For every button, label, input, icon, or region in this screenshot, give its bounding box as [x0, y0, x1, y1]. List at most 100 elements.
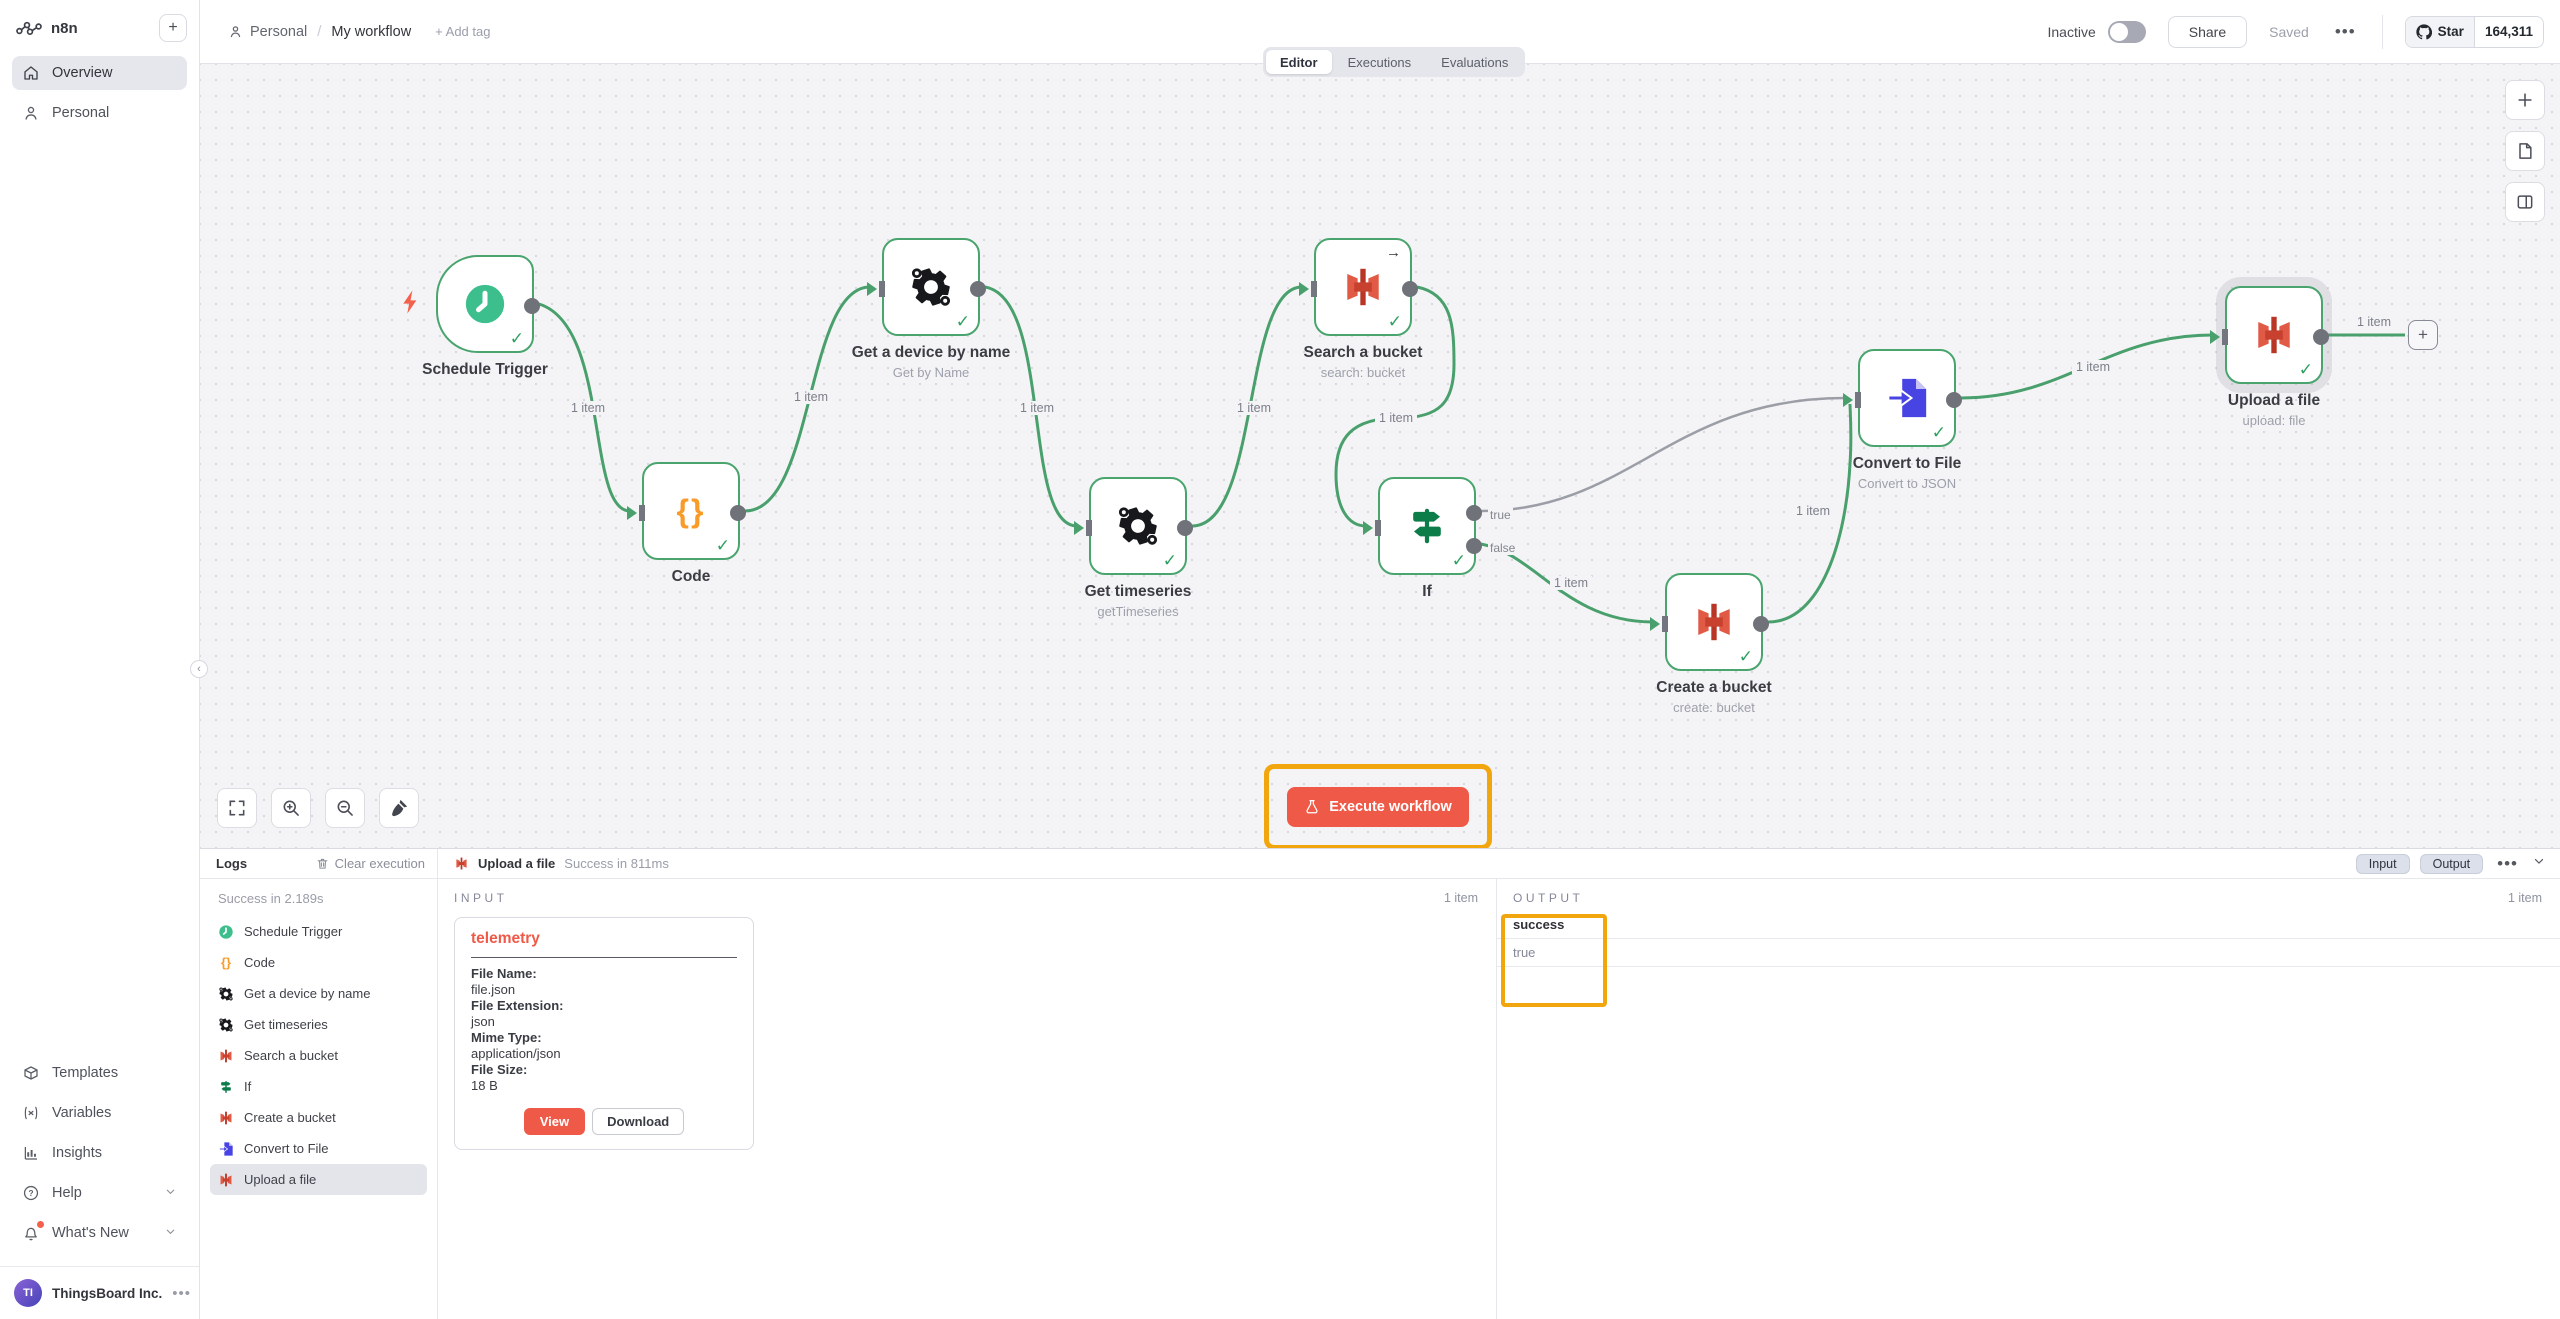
- tab-evaluations[interactable]: Evaluations: [1441, 54, 1509, 70]
- sidebar-item-help[interactable]: ?Help: [12, 1176, 187, 1210]
- input-connector[interactable]: [1299, 281, 1317, 297]
- input-connector[interactable]: [867, 281, 885, 297]
- toggle-panel-button[interactable]: [2505, 182, 2545, 222]
- input-connector[interactable]: [2210, 329, 2228, 345]
- sidebar-item-variables[interactable]: Variables: [12, 1096, 187, 1130]
- sidebar-collapse-handle[interactable]: ‹: [190, 660, 208, 678]
- output-item-count: 1 item: [2507, 891, 2542, 905]
- log-item-schedule-trigger[interactable]: Schedule Trigger: [210, 916, 427, 947]
- input-connector[interactable]: [1650, 616, 1668, 632]
- zoom-to-fit-button[interactable]: [217, 788, 257, 828]
- add-sticky-note-button[interactable]: [2505, 131, 2545, 171]
- output-connector[interactable]: [524, 298, 540, 314]
- workflow-node-code[interactable]: {} ✓ Code: [627, 462, 746, 586]
- output-connector[interactable]: [1753, 616, 1769, 632]
- download-file-button[interactable]: Download: [592, 1108, 685, 1135]
- clear-execution-button[interactable]: Clear execution: [316, 856, 425, 871]
- node-name: If: [1422, 583, 1432, 600]
- log-item-convert-to-file[interactable]: Convert to File: [210, 1133, 427, 1164]
- flask-icon: [1306, 800, 1318, 814]
- breadcrumb-project[interactable]: Personal: [228, 24, 307, 40]
- log-item-create-a-bucket[interactable]: Create a bucket: [210, 1102, 427, 1133]
- output-view-button[interactable]: Output: [2419, 853, 2484, 874]
- workflow-title[interactable]: My workflow: [331, 23, 412, 40]
- s3-icon: [218, 1110, 234, 1126]
- trigger-pin-icon: [397, 288, 425, 316]
- success-check-icon: ✓: [1738, 647, 1753, 666]
- execution-summary: Success in 2.189s: [218, 891, 324, 906]
- view-file-button[interactable]: View: [523, 1108, 586, 1135]
- log-item-get-a-device-by-name[interactable]: Get a device by name: [210, 978, 427, 1009]
- zoom-out-button[interactable]: [325, 788, 365, 828]
- s3-icon: [454, 856, 469, 871]
- output-connector[interactable]: [970, 281, 986, 297]
- zoom-out-icon: [337, 800, 353, 816]
- workflow-node-schedule-trigger[interactable]: ✓ Schedule Trigger: [422, 255, 548, 379]
- input-connector[interactable]: [1074, 520, 1092, 536]
- add-workflow-button[interactable]: +: [159, 14, 187, 42]
- output-connector[interactable]: [1946, 392, 1962, 408]
- add-connected-node-button[interactable]: +: [2408, 320, 2438, 350]
- input-connector[interactable]: [1363, 520, 1381, 536]
- add-tag-button[interactable]: + Add tag: [435, 24, 491, 39]
- log-item-upload-a-file[interactable]: Upload a file: [210, 1164, 427, 1195]
- input-view-button[interactable]: Input: [2355, 853, 2410, 874]
- log-item-search-a-bucket[interactable]: Search a bucket: [210, 1040, 427, 1071]
- user-icon: [230, 26, 241, 38]
- output-connector[interactable]: [730, 505, 746, 521]
- tab-executions[interactable]: Executions: [1347, 54, 1412, 70]
- activation-toggle[interactable]: [2107, 20, 2146, 43]
- workflow-node-if[interactable]: ✓ true false If: [1363, 477, 1518, 601]
- output-connector-false[interactable]: [1466, 538, 1482, 554]
- file-field-label: File Name:: [471, 966, 537, 981]
- clock-icon: [462, 281, 508, 327]
- edge-item-count: 1 item: [2071, 360, 2115, 374]
- sidebar-item-overview[interactable]: Overview: [12, 56, 187, 90]
- chart-icon: [22, 1144, 40, 1162]
- github-star-widget[interactable]: Star 164,311: [2404, 15, 2544, 48]
- sidebar-item-insights[interactable]: Insights: [12, 1136, 187, 1170]
- workflow-canvas[interactable]: + Execute workflow ✓ Schedule Trigger: [200, 64, 2560, 848]
- file-field-value: file.json: [471, 982, 516, 997]
- tidy-up-button[interactable]: [379, 788, 419, 828]
- sidebar-item-templates[interactable]: Templates: [12, 1056, 187, 1090]
- tab-editor[interactable]: Editor: [1266, 50, 1332, 74]
- file-field-value: application/json: [471, 1046, 561, 1061]
- github-star-label: Star: [2437, 24, 2464, 39]
- n8n-logo[interactable]: n8n: [16, 20, 78, 37]
- file-field-label: File Extension:: [471, 998, 564, 1013]
- node-name: Search a bucket: [1303, 344, 1423, 361]
- sidebar-item-what-s-new[interactable]: What's New: [12, 1216, 187, 1250]
- github-star-count: 164,311: [2474, 16, 2543, 47]
- log-item-if[interactable]: If: [210, 1071, 427, 1102]
- output-connector[interactable]: [1177, 520, 1193, 536]
- add-node-button[interactable]: [2505, 80, 2545, 120]
- org-menu-icon[interactable]: •••: [172, 1284, 192, 1302]
- logs-menu-icon[interactable]: •••: [2497, 853, 2518, 873]
- output-connector[interactable]: [1402, 281, 1418, 297]
- output-connector[interactable]: [2313, 329, 2329, 345]
- workflow-menu-icon[interactable]: •••: [2334, 21, 2356, 41]
- execute-workflow-button[interactable]: Execute workflow: [1287, 787, 1469, 827]
- org-switcher[interactable]: TI ThingsBoard Inc. •••: [0, 1266, 199, 1319]
- sidebar-item-personal[interactable]: Personal: [12, 96, 187, 130]
- zoom-in-button[interactable]: [271, 788, 311, 828]
- if-icon: [218, 1079, 234, 1095]
- input-connector[interactable]: [627, 505, 645, 521]
- output-connector-true[interactable]: [1466, 505, 1482, 521]
- collapse-logs-icon[interactable]: [2532, 854, 2546, 873]
- log-item-code[interactable]: {} Code: [210, 947, 427, 978]
- org-avatar: TI: [14, 1279, 42, 1307]
- share-button[interactable]: Share: [2167, 15, 2248, 48]
- success-check-icon: ✓: [2298, 360, 2313, 379]
- log-item-get-timeseries[interactable]: Get timeseries: [210, 1009, 427, 1040]
- input-connector[interactable]: [1843, 392, 1861, 408]
